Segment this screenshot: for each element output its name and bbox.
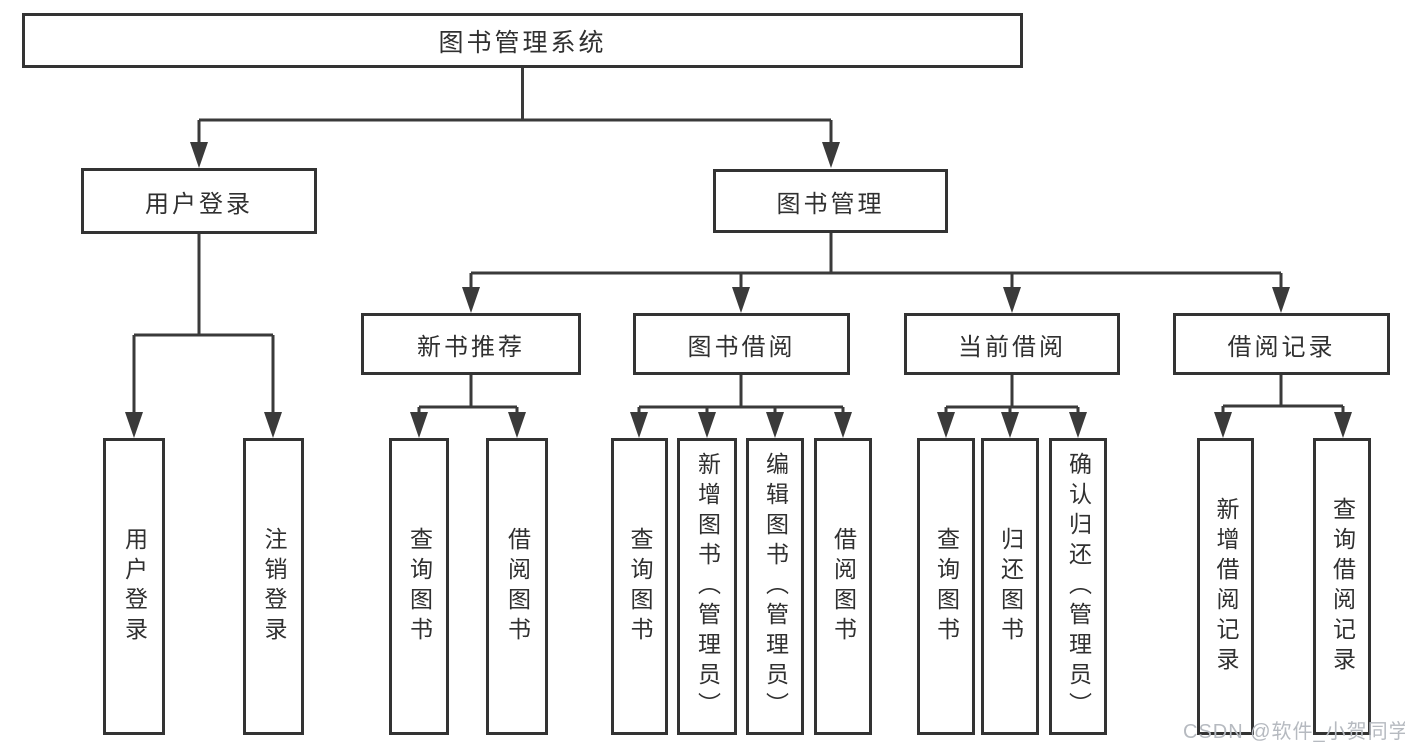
- leaf-add-borrow-record-label: 新增借阅记录: [1213, 496, 1239, 677]
- leaf-return-books-label: 归还图书: [997, 526, 1024, 647]
- leaf-borrowing-borrow-books: 借阅图书: [814, 438, 872, 735]
- leaf-add-borrow-record: 新增借阅记录: [1197, 438, 1254, 735]
- node-library-management-system: 图书管理系统: [22, 13, 1023, 68]
- node-current-borrowing: 当前借阅: [904, 313, 1120, 375]
- node-borrowing-records: 借阅记录: [1173, 313, 1390, 375]
- leaf-borrowing-borrow-books-label: 借阅图书: [830, 526, 857, 647]
- leaf-return-books: 归还图书: [981, 438, 1039, 735]
- leaf-logout-login: 注销登录: [243, 438, 304, 735]
- node-library-management-system-label: 图书管理系统: [438, 28, 607, 57]
- leaf-query-borrow-record: 查询借阅记录: [1313, 438, 1371, 735]
- leaf-confirm-return-admin-label: 确认归还（管理员）: [1065, 451, 1092, 722]
- node-current-borrowing-label: 当前借阅: [958, 333, 1066, 361]
- node-new-book-recommendation: 新书推荐: [361, 313, 581, 375]
- node-book-management: 图书管理: [713, 169, 948, 233]
- leaf-user-login-label: 用户登录: [121, 526, 148, 647]
- leaf-confirm-return-admin: 确认归还（管理员）: [1049, 438, 1107, 735]
- node-book-borrowing-label: 图书借阅: [687, 333, 796, 361]
- leaf-recommend-borrow-books-label: 借阅图书: [504, 526, 531, 647]
- watermark: CSDN @软件_小贺同学: [1183, 721, 1405, 743]
- node-user-login: 用户登录: [81, 168, 317, 234]
- leaf-edit-books-admin: 编辑图书（管理员）: [746, 438, 804, 735]
- leaf-recommend-borrow-books: 借阅图书: [486, 438, 548, 735]
- leaf-query-borrow-record-label: 查询借阅记录: [1329, 496, 1356, 677]
- leaf-user-login: 用户登录: [103, 438, 165, 735]
- leaf-logout-login-label: 注销登录: [261, 526, 287, 647]
- leaf-edit-books-admin-label: 编辑图书（管理员）: [762, 451, 789, 722]
- leaf-current-query-books-label: 查询图书: [933, 526, 960, 647]
- node-borrowing-records-label: 借阅记录: [1227, 333, 1336, 361]
- node-book-borrowing: 图书借阅: [633, 313, 850, 375]
- leaf-recommend-query-books-label: 查询图书: [406, 526, 433, 647]
- leaf-recommend-query-books: 查询图书: [389, 438, 449, 735]
- leaf-add-books-admin-label: 新增图书（管理员）: [694, 451, 721, 722]
- node-user-login-label: 用户登录: [145, 190, 253, 218]
- leaf-current-query-books: 查询图书: [917, 438, 975, 735]
- leaf-add-books-admin: 新增图书（管理员）: [677, 438, 737, 735]
- node-new-book-recommendation-label: 新书推荐: [417, 333, 525, 361]
- leaf-borrowing-query-books-label: 查询图书: [627, 526, 653, 647]
- node-book-management-label: 图书管理: [776, 190, 885, 218]
- leaf-borrowing-query-books: 查询图书: [611, 438, 668, 735]
